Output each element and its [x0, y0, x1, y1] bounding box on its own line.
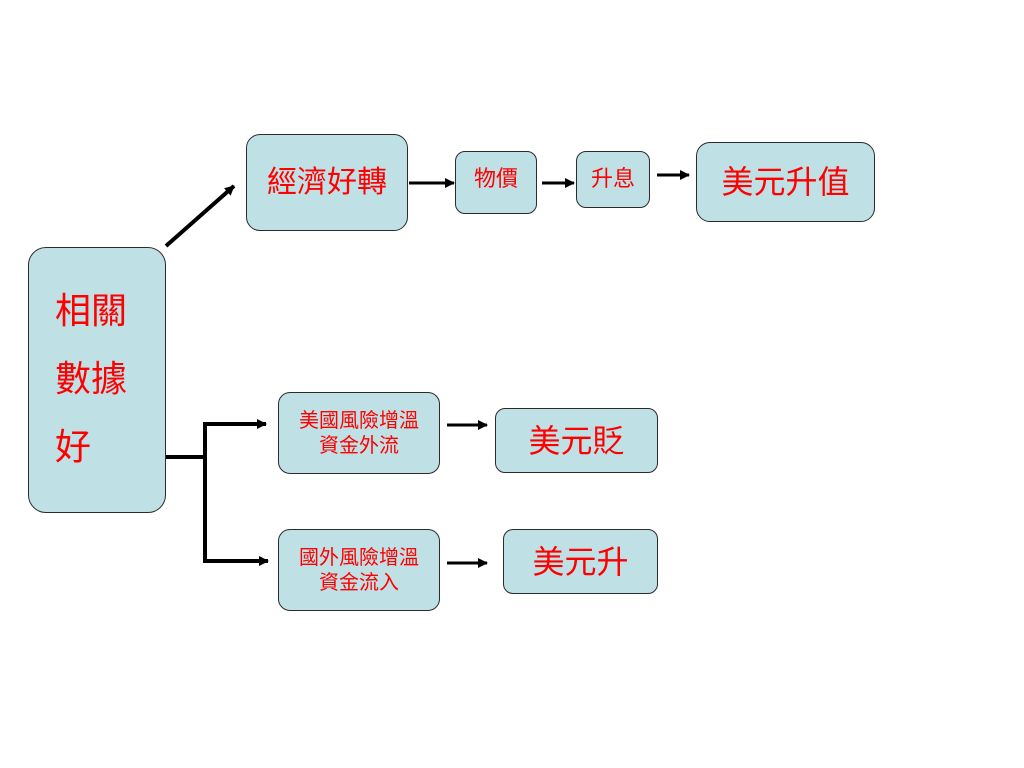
rate-hike-node: 升息	[576, 151, 650, 208]
us-risk-node: 美國風險增溫 資金外流	[278, 392, 440, 474]
branch-connector	[166, 419, 267, 459]
usd-rise-node-label: 美元升	[532, 542, 629, 581]
branch-connector-lower	[203, 457, 269, 566]
economy-node-label: 經濟好轉	[267, 164, 387, 200]
prices-node: 物價	[455, 151, 537, 214]
source-node-label: 相關數據好	[55, 291, 128, 468]
foreign-risk-node-line2: 資金流入	[319, 570, 399, 594]
rate-hike-node-label: 升息	[590, 167, 635, 192]
us-risk-node-line2: 資金外流	[319, 433, 399, 457]
economy-node: 經濟好轉	[246, 134, 408, 231]
usd-rise-node: 美元升	[503, 529, 658, 594]
foreign-risk-node: 國外風險增溫 資金流入	[278, 529, 440, 611]
source-node: 相關數據好	[28, 247, 166, 513]
usd-depreciate-node-label: 美元貶	[528, 421, 625, 460]
usd-appreciate-node: 美元升值	[696, 142, 875, 222]
usd-depreciate-node: 美元貶	[495, 408, 658, 473]
arrow-source-to-economy	[164, 184, 236, 248]
prices-node-label: 物價	[473, 167, 518, 192]
us-risk-node-line1: 美國風險增溫	[299, 408, 419, 432]
foreign-risk-node-line1: 國外風險增溫	[299, 545, 419, 569]
usd-appreciate-node-label: 美元升值	[721, 163, 850, 201]
